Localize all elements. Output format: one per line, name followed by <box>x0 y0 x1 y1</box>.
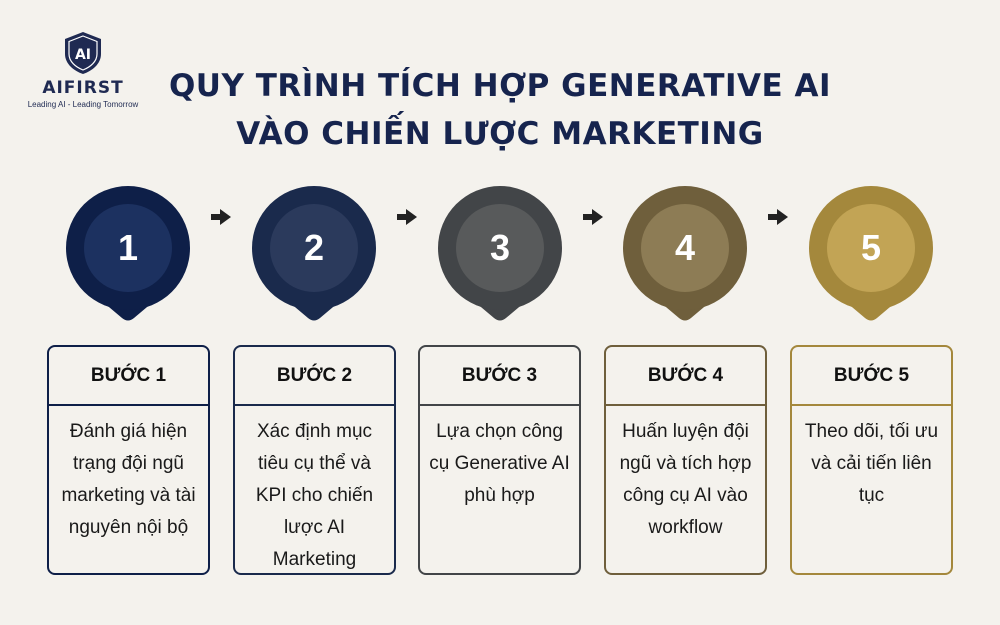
step-2-pin: 2 <box>250 186 378 322</box>
svg-text:AI: AI <box>75 47 91 63</box>
title-line-2: VÀO CHIẾN LƯỢC MARKETING <box>236 116 764 152</box>
arrow-right-icon <box>397 209 417 225</box>
arrow-right-icon <box>211 209 231 225</box>
step-5-number: 5 <box>861 227 881 268</box>
step-4-pin: 4 <box>621 186 749 322</box>
step-4-label: BƯỚC 4 <box>606 347 765 406</box>
step-3-pin: 3 <box>436 186 564 322</box>
arrow-right-icon <box>768 209 788 225</box>
step-1-number: 1 <box>118 227 138 268</box>
step-5-card: BƯỚC 5 Theo dõi, tối ưu và cải tiến liên… <box>790 345 953 575</box>
step-5-pin: 5 <box>807 186 935 322</box>
step-1-label: BƯỚC 1 <box>49 347 208 406</box>
step-2-number: 2 <box>304 227 324 268</box>
step-2-label: BƯỚC 2 <box>235 347 394 406</box>
step-2-card: BƯỚC 2 Xác định mục tiêu cụ thể và KPI c… <box>233 345 396 575</box>
step-3-label: BƯỚC 3 <box>420 347 579 406</box>
step-5-description: Theo dõi, tối ưu và cải tiến liên tục <box>804 421 939 506</box>
step-4-card: BƯỚC 4 Huấn luyện đội ngũ và tích hợp cô… <box>604 345 767 575</box>
step-1-card: BƯỚC 1 Đánh giá hiện trạng đội ngũ marke… <box>47 345 210 575</box>
step-3-card: BƯỚC 3 Lựa chọn công cụ Generative AI ph… <box>418 345 581 575</box>
title-line-1: QUY TRÌNH TÍCH HỢP GENERATIVE AI <box>168 68 832 104</box>
step-4-number: 4 <box>675 227 695 268</box>
step-3-description: Lựa chọn công cụ Generative AI phù hợp <box>429 421 570 506</box>
brand-logo: AI AIFIRST Leading AI - Leading Tomorrow <box>18 30 148 109</box>
step-4-description: Huấn luyện đội ngũ và tích hợp công cụ A… <box>619 421 752 538</box>
brand-tagline: Leading AI - Leading Tomorrow <box>27 100 139 109</box>
step-1-pin: 1 <box>64 186 192 322</box>
arrow-right-icon <box>583 209 603 225</box>
brand-name: AIFIRST <box>42 78 124 98</box>
step-5-label: BƯỚC 5 <box>792 347 951 406</box>
step-2-description: Xác định mục tiêu cụ thể và KPI cho chiế… <box>255 421 374 570</box>
ai-shield-icon: AI <box>65 32 101 74</box>
page-title: QUY TRÌNH TÍCH HỢP GENERATIVE AI VÀO CHI… <box>100 62 900 158</box>
step-3-number: 3 <box>490 227 510 268</box>
step-1-description: Đánh giá hiện trạng đội ngũ marketing và… <box>61 421 196 538</box>
